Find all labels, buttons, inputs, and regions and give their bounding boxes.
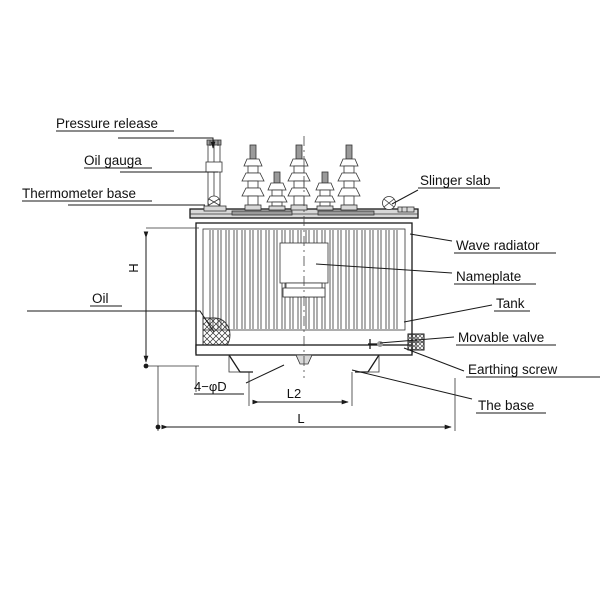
leader-bolt-spec xyxy=(245,364,285,384)
leader-the-base xyxy=(351,369,473,400)
label-dim-h: H xyxy=(126,263,141,272)
base-skid-right xyxy=(355,354,380,373)
bushing-skirt-2 xyxy=(337,172,361,182)
hv-bushing-1 xyxy=(241,144,265,211)
bushing-skirt-2 xyxy=(287,172,311,182)
oil-gauge-window xyxy=(205,161,223,173)
pressure-release-assembly xyxy=(203,139,227,212)
bushing-skirt-3 xyxy=(241,187,265,197)
valve-body xyxy=(377,341,383,347)
movable-valve-assembly xyxy=(368,339,383,349)
base-skid-right-inner xyxy=(368,355,380,373)
bushing-skirt-1 xyxy=(267,182,287,191)
leader-tank xyxy=(403,304,493,323)
bushing-flange xyxy=(316,205,334,211)
lv-bushing-1 xyxy=(266,171,288,211)
label-movable-valve: Movable valve xyxy=(458,330,544,345)
bushing-skirt-1 xyxy=(289,158,309,167)
bushing-stem-3 xyxy=(247,195,259,206)
bushing-flange xyxy=(268,205,286,211)
leader-nameplate xyxy=(315,263,453,274)
label-thermometer-base: Thermometer base xyxy=(22,186,136,201)
leader-pressure-release xyxy=(118,137,216,149)
bushing-skirt-2 xyxy=(241,172,265,182)
bushing-terminal xyxy=(345,144,353,160)
base-skid-left-inner xyxy=(228,355,240,373)
bushing-flange xyxy=(290,204,308,211)
leader-wave-radiator xyxy=(409,233,453,242)
label-nameplate: Nameplate xyxy=(456,269,521,284)
bushing-stem-1 xyxy=(293,165,305,174)
bushing-terminal xyxy=(321,171,329,184)
bushing-skirt-3 xyxy=(287,187,311,197)
bushing-skirt-2 xyxy=(314,195,336,203)
cover-detail-left xyxy=(231,210,293,216)
earthing-screw-assembly xyxy=(407,333,425,351)
leader-oil xyxy=(27,310,215,333)
leader-slinger-slab xyxy=(391,189,419,205)
slinger-slab-assembly xyxy=(382,196,415,213)
bushing-stem-2 xyxy=(343,180,355,189)
bushing-stem-2 xyxy=(293,180,305,189)
bushing-flange xyxy=(340,204,358,211)
hv-bushing-3 xyxy=(337,144,361,211)
lv-bushing-2 xyxy=(314,171,336,211)
label-oil: Oil xyxy=(92,291,109,306)
label-pressure-release: Pressure release xyxy=(56,116,158,131)
bushing-skirt-2 xyxy=(266,195,288,203)
callout-leaders xyxy=(27,137,493,400)
label-dim-l: L xyxy=(297,411,304,426)
label-slinger-slab: Slinger slab xyxy=(420,173,491,188)
bushing-stem-1 xyxy=(319,189,331,197)
label-dim-bolt-spec: 4−φD xyxy=(194,379,227,394)
bushing-stem-2 xyxy=(319,201,331,207)
label-earthing-screw: Earthing screw xyxy=(468,362,558,377)
label-oil-gauga: Oil gauga xyxy=(84,153,142,168)
bushing-stem-1 xyxy=(247,165,259,174)
dim-dot-l xyxy=(155,424,161,430)
label-tank: Tank xyxy=(496,296,525,311)
label-the-base: The base xyxy=(478,398,534,413)
dim-dot-h xyxy=(143,363,149,369)
bushing-skirt-3 xyxy=(337,187,361,197)
bushing-stem-1 xyxy=(343,165,355,174)
lv-bushing-group xyxy=(266,171,336,211)
bushing-terminal xyxy=(295,144,303,160)
label-wave-radiator: Wave radiator xyxy=(456,238,540,253)
riser-base-plate xyxy=(203,205,227,212)
earthing-screw-grid xyxy=(408,334,424,350)
bushing-terminal xyxy=(273,171,281,184)
bushing-stem-3 xyxy=(293,195,305,206)
dimension-labels: H 4−φD L2 L xyxy=(126,263,305,426)
nameplate-bracket-lower xyxy=(282,287,326,298)
leader-earthing-screw xyxy=(403,347,465,372)
callout-labels: Pressure release Oil gauga Thermometer b… xyxy=(22,116,558,413)
hv-bushing-2 xyxy=(287,144,311,211)
bushing-skirt-1 xyxy=(315,182,335,191)
hv-bushing-group xyxy=(241,144,361,211)
riser-base-cross xyxy=(208,198,220,206)
bushing-skirt-1 xyxy=(339,158,359,167)
cover-detail-right xyxy=(317,210,375,216)
slinger-ribs xyxy=(401,207,408,212)
bushing-stem-1 xyxy=(271,189,283,197)
bushing-stem-3 xyxy=(343,195,355,206)
leader-movable-valve xyxy=(379,336,455,344)
bushing-flange xyxy=(244,204,262,211)
base-skid-left xyxy=(228,354,253,373)
callout-underlines xyxy=(22,130,600,414)
bushing-stem-2 xyxy=(271,201,283,207)
slinger-plate xyxy=(397,206,415,213)
bushing-skirt-1 xyxy=(243,158,263,167)
bushing-stem-2 xyxy=(247,180,259,189)
dimension-lines xyxy=(143,227,456,431)
label-dim-l2: L2 xyxy=(287,386,301,401)
bushing-terminal xyxy=(249,144,257,160)
lifting-lug-cross xyxy=(383,198,395,208)
transformer-assembly xyxy=(189,136,425,378)
